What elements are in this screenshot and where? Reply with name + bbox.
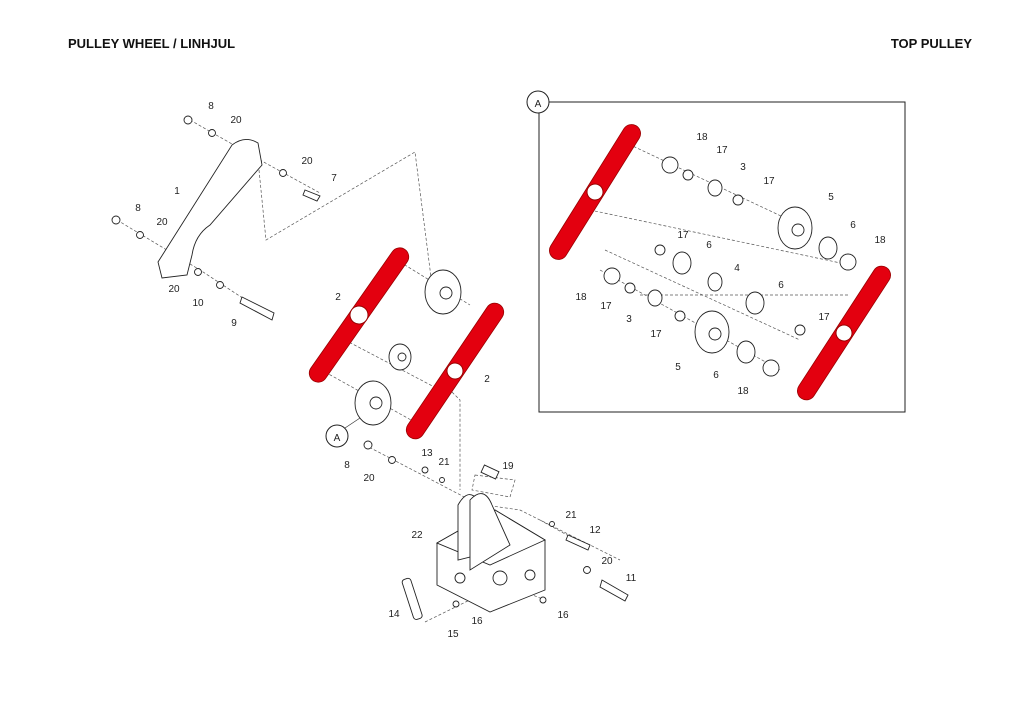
part-callout: 20 (156, 217, 168, 228)
part-callout: 6 (850, 220, 856, 231)
part-callout: 3 (740, 162, 746, 173)
part-callout: 19 (502, 461, 514, 472)
part-callout: 7 (331, 173, 337, 184)
hardware-main (111, 115, 629, 620)
pulley-wheel-lower (354, 380, 392, 426)
part-callout: 6 (706, 240, 712, 251)
detail-hardware (603, 156, 857, 377)
part-callout: 22 (411, 530, 423, 541)
part-callout: 20 (601, 556, 613, 567)
part-callout: 8 (344, 460, 350, 471)
page-title: PULLEY WHEEL / LINHJUL (68, 36, 236, 51)
part-callout: 20 (363, 473, 375, 484)
part-callout: 2 (335, 292, 341, 303)
detail-plate-left (549, 124, 641, 260)
part-callout: 6 (713, 370, 719, 381)
part-callout: 17 (716, 145, 728, 156)
pulley-arm (157, 139, 263, 279)
part-callout: 18 (696, 132, 708, 143)
part-callout: 18 (575, 292, 587, 303)
detail-box (538, 101, 906, 413)
part-callout: 8 (135, 203, 141, 214)
pulley-wheel-upper (424, 269, 462, 315)
pulley-spacer (388, 343, 412, 371)
part-callout: 6 (778, 280, 784, 291)
part-callout: 9 (231, 318, 237, 329)
callouts-detail: 18 17 3 17 5 6 18 17 6 4 6 18 17 3 17 17 5 6 18 (575, 132, 886, 397)
part-callout: 18 (874, 235, 886, 246)
side-plate-left (308, 247, 410, 383)
detail-marker-label: A (334, 433, 341, 444)
part-callout: 12 (589, 525, 601, 536)
part-callout: 17 (763, 176, 775, 187)
part-callout: 17 (600, 301, 612, 312)
detail-marker-label: A (535, 99, 542, 110)
part-callout: 16 (471, 616, 483, 627)
detail-marker-box: A (526, 90, 550, 114)
part-callout: 5 (675, 362, 681, 373)
mounting-bracket (435, 493, 546, 613)
part-callout: 2 (484, 374, 490, 385)
part-callout: 20 (230, 115, 242, 126)
part-callout: 21 (565, 510, 577, 521)
part-callout: 13 (421, 448, 433, 459)
part-callout: 1 (174, 186, 180, 197)
section-title: TOP PULLEY (890, 36, 972, 51)
part-callout: 14 (388, 609, 400, 620)
part-callout: 8 (208, 101, 214, 112)
part-callout: 3 (626, 314, 632, 325)
part-callout: 21 (438, 457, 450, 468)
part-callout: 15 (447, 629, 459, 640)
part-callout: 20 (301, 156, 313, 167)
part-callout: 18 (737, 386, 749, 397)
part-callout: 16 (557, 610, 569, 621)
part-callout: 10 (192, 298, 204, 309)
part-callout: 17 (650, 329, 662, 340)
part-callout: 11 (626, 573, 637, 584)
part-callout: 17 (818, 312, 830, 323)
detail-plate-right (797, 265, 891, 401)
part-callout: 5 (828, 192, 834, 203)
part-callout: 20 (168, 284, 180, 295)
part-callout: 4 (734, 263, 740, 274)
part-callout: 17 (677, 230, 689, 241)
side-plate-right (405, 302, 505, 440)
detail-marker-main: A (325, 417, 361, 448)
